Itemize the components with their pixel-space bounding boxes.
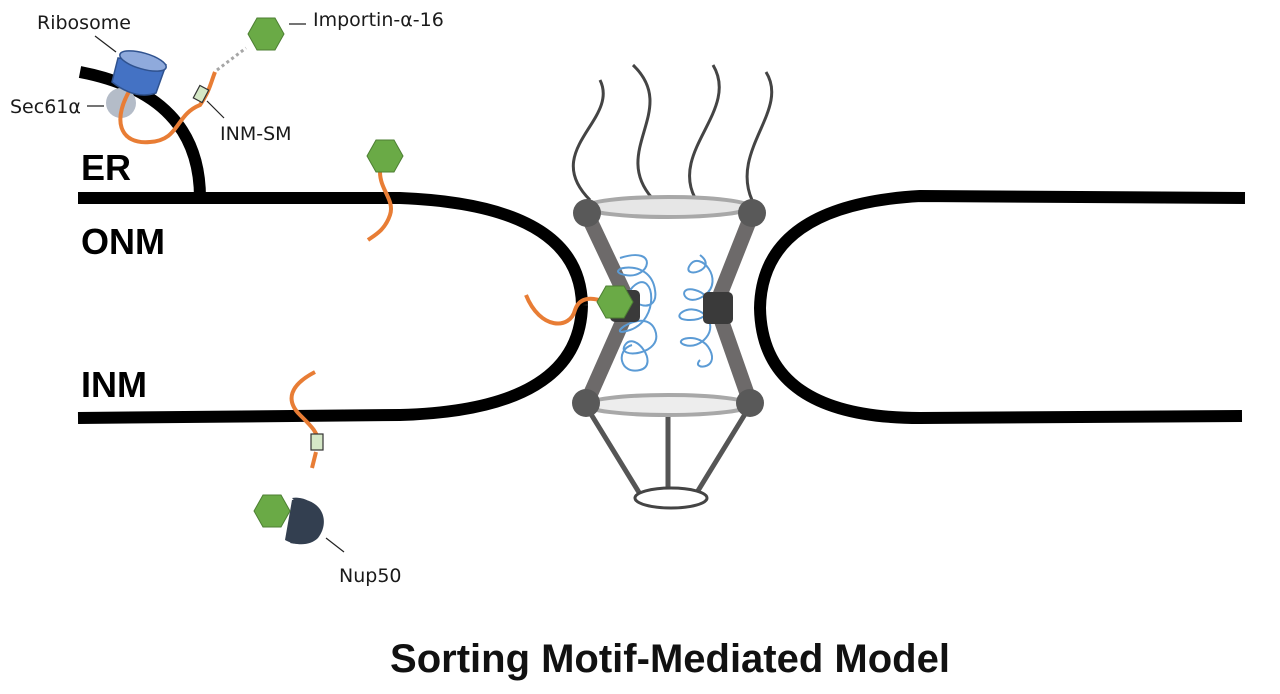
cytoplasmic-ring [584,195,752,219]
label-inm-sm: INM-SM [220,123,292,145]
importin-hexagon [596,285,634,319]
importin-hexagon [366,139,404,173]
er-membrane [78,66,206,199]
fg-repeats [617,254,714,372]
basket-leg [693,404,753,496]
importin-hexagon [253,494,291,528]
ribosome-leader [94,35,117,53]
chain-dotted-extension [216,46,247,72]
label-er: ER [81,147,131,188]
nup50-shape [285,499,324,545]
nuclear-ring [584,393,752,417]
scaffold-node [573,199,601,227]
nup50-leader [325,537,345,553]
fg-repeat-right [678,254,714,368]
nuclear-pore-complex [524,63,774,510]
nuclear-basket [583,404,753,510]
cargo-chain [289,370,320,443]
cargo-chain [366,171,393,242]
scaffold-node [738,199,766,227]
translocon-complex [106,17,285,145]
diagram-title: Sorting Motif-Mediated Model [390,637,950,681]
scaffold-nodes [572,199,766,417]
inm-cargo [253,370,324,545]
right-membrane [753,189,1246,425]
label-sec61: Sec61α [10,96,81,118]
cargo-chain-in-transit [524,294,606,326]
cargo-chain-tail [310,451,318,469]
transmembrane-nup-right [703,292,733,324]
label-nup50: Nup50 [339,565,402,587]
leader-lines [87,23,345,553]
ribosome [111,50,168,96]
fg-repeat-left [617,254,658,372]
scaffold-node [572,389,600,417]
basket-leg [583,404,643,496]
ribosome-top [119,50,167,72]
filament [631,63,654,199]
scaffold-node [736,389,764,417]
onm-cargo [366,139,404,242]
inm-sorting-motif [310,433,324,451]
basket-ring [633,486,709,510]
filament [688,64,721,199]
scaffold-strut [709,211,759,308]
label-inm: INM [81,364,147,405]
label-onm: ONM [81,221,165,262]
cytoplasmic-filaments [571,63,774,202]
inm-sorting-motif [192,84,210,104]
label-importin: Importin-α-16 [313,9,444,31]
label-ribosome: Ribosome [37,12,131,34]
filament [571,79,605,202]
membranes [77,66,1246,425]
inm-membrane [77,304,588,424]
filament [745,71,774,201]
inm-sm-leader [206,100,225,119]
onm-membrane [78,192,588,306]
importin-hexagon [247,17,285,51]
